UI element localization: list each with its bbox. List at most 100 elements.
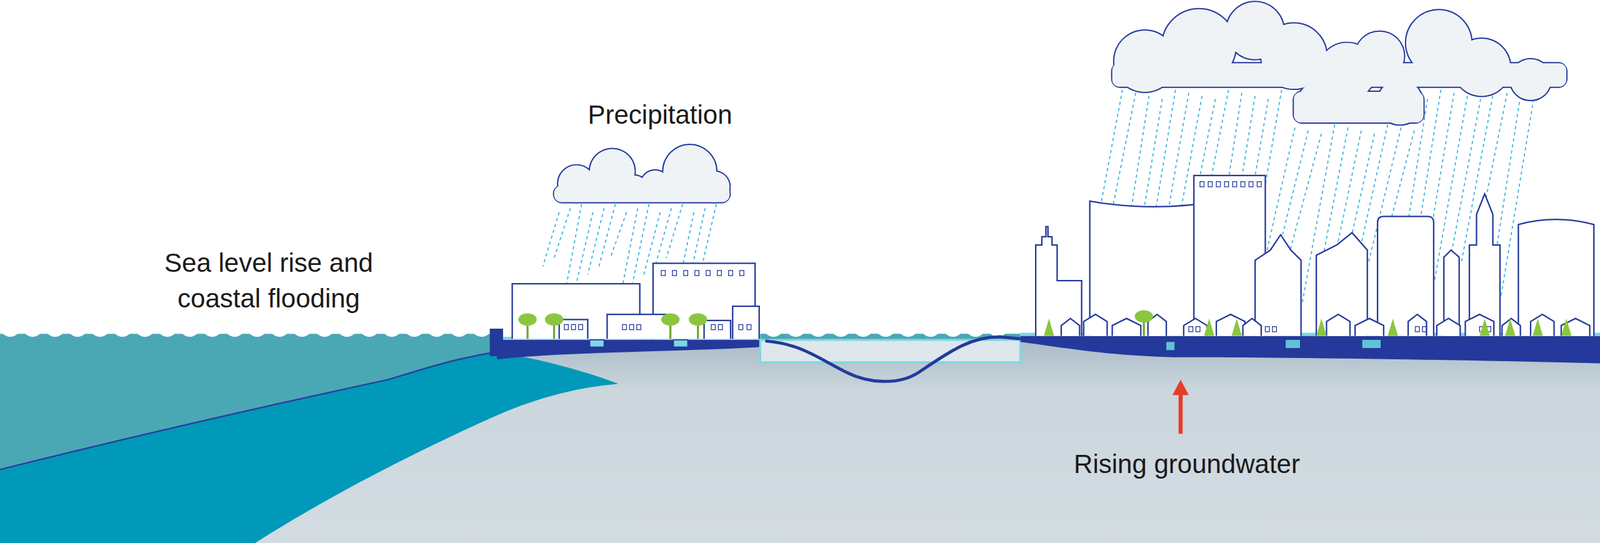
annotation-label: Sea level rise and coastal flooding: [137, 245, 400, 317]
raindrop-line: [666, 204, 683, 259]
window: [564, 324, 569, 330]
raindrop-line: [632, 204, 649, 284]
window: [740, 270, 745, 276]
building-outline: [1530, 314, 1555, 336]
wave-crest: [763, 316, 784, 337]
wave-crest: [426, 316, 447, 337]
raindrop-line: [543, 212, 560, 267]
basement: [1362, 340, 1381, 349]
window: [571, 324, 576, 330]
arrow-head: [1172, 380, 1189, 396]
window: [711, 324, 716, 330]
building-outline: [1316, 232, 1368, 336]
cloud-base: [1112, 63, 1567, 87]
window: [718, 324, 723, 330]
cloud-base: [554, 185, 730, 202]
building-outline: [1436, 318, 1461, 337]
wave-crest: [404, 316, 425, 337]
tree: [1532, 318, 1543, 337]
window: [1188, 326, 1194, 332]
wave-crest: [448, 316, 470, 337]
groundwater-band: [1020, 335, 1600, 364]
tree: [1505, 318, 1515, 337]
wave-crest: [471, 316, 492, 337]
trees: [518, 310, 1572, 340]
window: [1422, 326, 1427, 332]
wave-crest: [314, 316, 335, 337]
window: [636, 324, 642, 330]
wave-crest: [336, 316, 358, 337]
wave-crest: [112, 316, 134, 337]
tree: [1387, 318, 1398, 337]
basement: [590, 340, 605, 347]
building-outline: [1183, 318, 1208, 337]
tree: [1231, 318, 1242, 337]
tree: [1479, 318, 1490, 337]
window: [728, 270, 734, 276]
wave-crest: [785, 316, 807, 337]
building-outline: [1501, 318, 1520, 337]
window: [683, 270, 689, 276]
building-outline: [1112, 318, 1142, 337]
building-outline: [559, 319, 589, 339]
annotation-label: Rising groundwater: [1073, 446, 1300, 483]
building-outline: [704, 320, 731, 339]
raindrop-line: [565, 204, 582, 292]
window: [661, 270, 666, 276]
window: [717, 270, 722, 276]
wave-crest: [830, 316, 852, 337]
basement: [1166, 341, 1175, 350]
window: [1248, 181, 1254, 187]
clouds: [554, 1, 1567, 202]
groundwater-band: [496, 340, 760, 360]
building-outline: [1255, 235, 1301, 337]
wave-crest: [246, 316, 268, 337]
wave-crest: [224, 316, 245, 337]
window: [1224, 181, 1229, 187]
wave-crest: [853, 316, 874, 337]
window: [1195, 326, 1200, 332]
window: [738, 324, 744, 330]
window: [1272, 326, 1277, 332]
building-outline: [1561, 318, 1590, 337]
cloud-base: [1293, 91, 1424, 123]
building-outline: [1518, 219, 1594, 336]
building-outline: [1377, 216, 1434, 336]
window: [1265, 326, 1270, 332]
raindrop-line: [576, 212, 593, 284]
wave-crest: [381, 316, 403, 337]
wave-crest: [987, 316, 1009, 337]
wave-crest: [808, 316, 829, 337]
window: [1208, 181, 1213, 187]
wave-crest: [359, 316, 380, 337]
groundwater-surge: [765, 336, 1020, 382]
cloud-base: [554, 185, 730, 202]
wave-crest: [898, 316, 919, 337]
raindrop-line: [587, 208, 604, 275]
palm-crown: [688, 313, 707, 326]
raindrop-line: [598, 204, 615, 267]
building-outline: [1216, 314, 1245, 336]
raindrop-line: [621, 208, 638, 291]
wave-crest: [22, 316, 44, 337]
building-outline: [1083, 314, 1108, 336]
building-outline: [1326, 314, 1350, 336]
building-outline: [1243, 318, 1262, 337]
window: [1240, 181, 1245, 187]
wave-crest: [920, 316, 942, 337]
raindrop-line: [655, 208, 672, 267]
palm-crown: [1135, 310, 1154, 324]
window: [1232, 181, 1237, 187]
wave-crest: [875, 316, 897, 337]
wave-crest: [269, 316, 290, 337]
tree: [1043, 318, 1054, 337]
wave-crest: [156, 316, 178, 337]
raindrop-line: [610, 212, 627, 259]
underground-channel: [760, 340, 1020, 363]
building-outline: [1035, 226, 1082, 337]
palm-crown: [518, 313, 537, 326]
basement: [1285, 340, 1300, 349]
wave-crest: [45, 316, 66, 337]
wave-crest: [135, 316, 156, 337]
